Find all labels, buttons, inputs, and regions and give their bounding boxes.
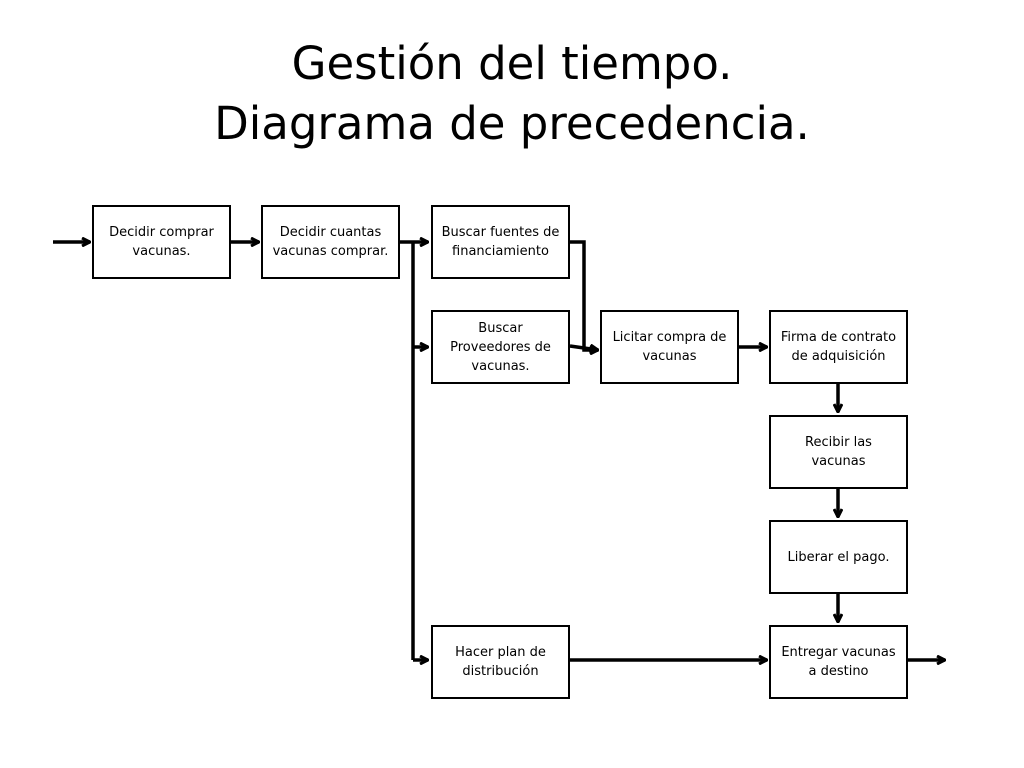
activity-label: Decidir cuantas vacunas comprar. [272,225,389,259]
slide-title: Gestión del tiempo. Diagrama de preceden… [0,34,1024,154]
activity-hacer-plan: Hacer plan de distribución [431,625,570,699]
activity-label: Buscar fuentes de financiamiento [441,225,560,259]
activity-firma-contrato: Firma de contrato de adquisición [769,310,908,384]
activity-buscar-proveedores: Buscar Proveedores de vacunas. [431,310,570,384]
activity-label: Liberar el pago. [787,549,890,565]
title-line-1: Gestión del tiempo. [291,37,733,90]
activity-label: Licitar compra de vacunas [612,330,727,364]
activity-label: Buscar Proveedores de vacunas. [450,320,551,374]
activity-label: Recibir las vacunas [805,435,872,469]
activity-label: Entregar vacunas a destino [781,645,896,679]
activity-recibir-vacunas: Recibir las vacunas [769,415,908,489]
activity-label: Decidir comprar vacunas. [109,225,214,259]
arrow-buscar-fuentes-to-licitar-compra [570,240,598,350]
title-line-2: Diagrama de precedencia. [214,97,810,150]
activity-decidir-comprar: Decidir comprar vacunas. [92,205,231,279]
arrow-buscar-proveedores-to-licitar-compra [569,346,598,350]
activity-decidir-cuantas: Decidir cuantas vacunas comprar. [261,205,400,279]
activity-entregar-vacunas: Entregar vacunas a destino [769,625,908,699]
activity-licitar-compra: Licitar compra de vacunas [600,310,739,384]
activity-label: Firma de contrato de adquisición [780,330,897,364]
activity-buscar-fuentes: Buscar fuentes de financiamiento [431,205,570,279]
activity-label: Hacer plan de distribución [455,645,546,679]
activity-liberar-pago: Liberar el pago. [769,520,908,594]
